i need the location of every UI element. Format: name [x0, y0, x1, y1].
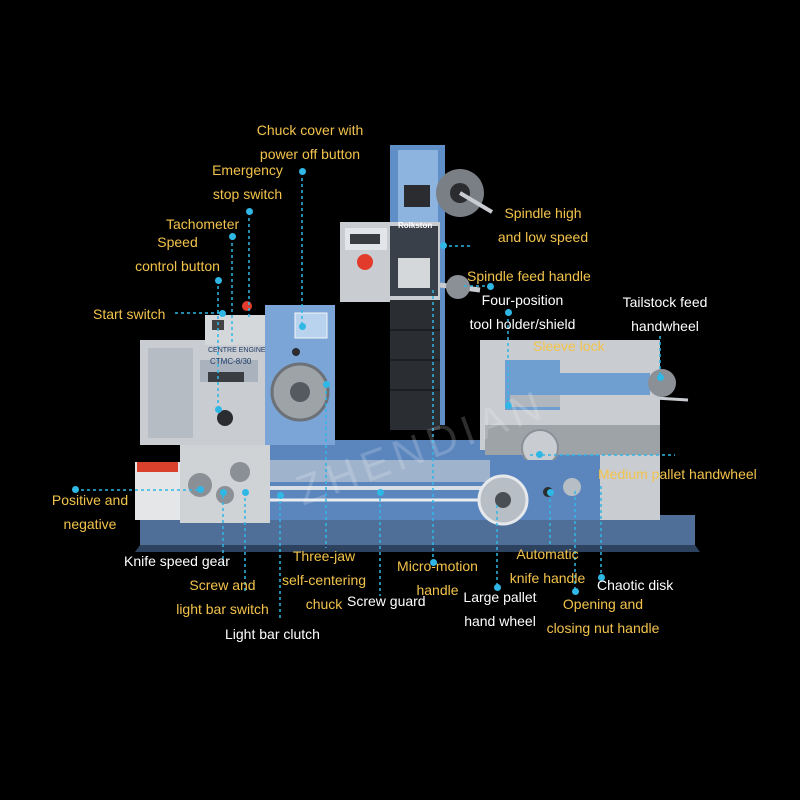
- leader-dot: [547, 489, 554, 496]
- leader-dot: [487, 283, 494, 290]
- leader-dot: [197, 486, 204, 493]
- leader-dot: [598, 574, 605, 581]
- machine-model-plate: CTMC-8/30: [210, 357, 252, 366]
- cross-slide: [485, 425, 660, 455]
- leader-dot: [215, 277, 222, 284]
- label-speed-control: Speed control button: [135, 234, 220, 274]
- label-chuck-cover: Chuck cover with power off button: [256, 122, 364, 162]
- label-tachometer: Tachometer: [166, 216, 240, 232]
- leader-dot: [246, 208, 253, 215]
- label-start-switch: Start switch: [93, 306, 166, 322]
- label-positive-negative: Positive and negative: [51, 492, 129, 532]
- leader-dot: [323, 381, 330, 388]
- leader-dot: [572, 588, 579, 595]
- leader-dot: [220, 489, 227, 496]
- label-micro-motion: Micro-motion handle: [397, 558, 478, 598]
- label-four-position: Four-position tool holder/shield: [469, 292, 576, 332]
- label-spindle-feed: Spindle feed handle: [467, 268, 591, 284]
- leader-dot: [229, 233, 236, 240]
- leader-dot: [219, 310, 226, 317]
- label-spindle-high-low: Spindle high and low speed: [497, 205, 589, 245]
- leader-dot: [299, 168, 306, 175]
- label-sleeve-lock: Sleeve lock: [533, 338, 605, 354]
- label-medium-pallet: Medium pallet handwheel: [598, 466, 757, 482]
- leader-dot: [277, 492, 284, 499]
- machine-panel-brand: CENTRE ENGINE: [208, 347, 266, 354]
- leader-dot: [440, 242, 447, 249]
- leader-dot: [505, 309, 512, 316]
- label-light-bar-clutch: Light bar clutch: [225, 626, 320, 642]
- label-screw-light-bar: Screw and light bar switch: [176, 577, 269, 617]
- label-screw-guard: Screw guard: [347, 593, 426, 609]
- leader-dot: [242, 489, 249, 496]
- label-tailstock-feed: Tailstock feed handwheel: [622, 294, 708, 334]
- leader-dot: [494, 584, 501, 591]
- leader-dot: [72, 486, 79, 493]
- machine-brand-plate: Rolkston: [398, 221, 433, 230]
- leader-dot: [430, 559, 437, 566]
- label-chaotic-disk: Chaotic disk: [597, 577, 674, 593]
- leader-dot: [536, 451, 543, 458]
- leader-dot: [299, 323, 306, 330]
- leader-dot: [377, 489, 384, 496]
- label-opening-closing: Opening and closing nut handle: [546, 596, 660, 636]
- leader-dot: [657, 374, 664, 381]
- leader-dot: [215, 406, 222, 413]
- label-automatic-knife: Automatic knife handle: [509, 546, 586, 586]
- label-knife-speed-gear: Knife speed gear: [124, 553, 230, 569]
- mill-bellows: [390, 300, 440, 430]
- leader-dot: [505, 402, 512, 409]
- label-emergency-stop: Emergency stop switch: [212, 162, 283, 202]
- label-large-pallet: Large pallet hand wheel: [463, 589, 537, 629]
- label-three-jaw: Three-jaw self-centering chuck: [281, 548, 367, 612]
